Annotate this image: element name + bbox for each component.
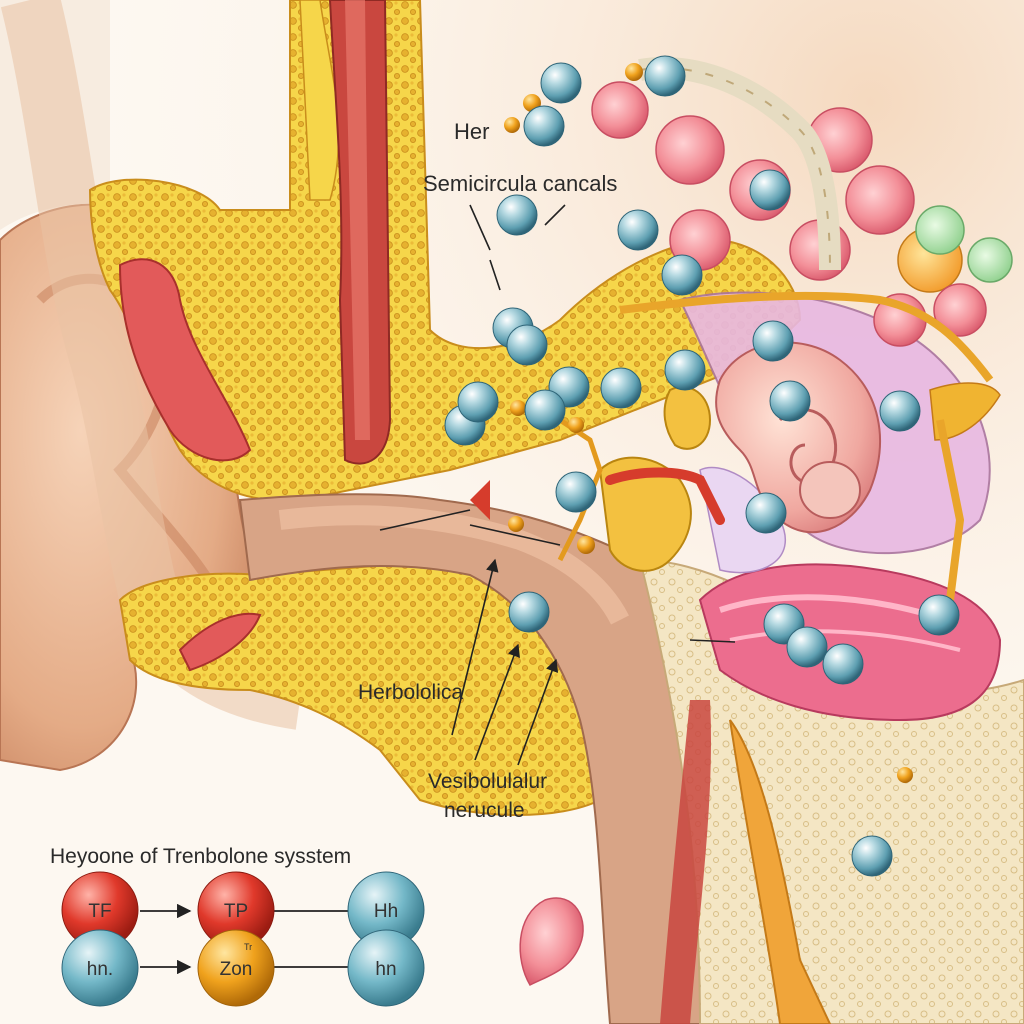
- key-label-hn2: hn: [375, 959, 396, 980]
- pointer-lines: [379, 204, 736, 766]
- muscle-tissue: [118, 0, 392, 672]
- key-label-hh: Hh: [374, 901, 398, 922]
- semicircular-canal-coils: [591, 57, 1013, 601]
- key-node-zon: [197, 929, 275, 1007]
- label-herbololica: Herbololica: [358, 681, 464, 704]
- key-label-hn1: hn.: [87, 959, 113, 980]
- key-superscript: Tr: [244, 942, 252, 952]
- key-node-hn1: [61, 929, 139, 1007]
- cochlea: [715, 341, 881, 534]
- key-label-tp: TP: [224, 901, 248, 922]
- label-her: Her: [454, 119, 490, 144]
- pink-teardrop: [519, 897, 584, 986]
- orange-dots: [504, 63, 913, 783]
- key-diagram: TF TP Hh hn. Zon hn Tr: [61, 871, 425, 1007]
- key-label-zon: Zon: [220, 959, 253, 980]
- key-node-hn2: [347, 929, 425, 1007]
- key-title: Heyoone of Trenbolone sysstem: [50, 845, 352, 868]
- ear-canal: [238, 493, 701, 1024]
- label-semicircular-canals: Semicircula cancals: [423, 171, 618, 196]
- label-vesibolular: Vesibolulalur: [428, 770, 548, 793]
- ossicles: [470, 385, 725, 572]
- label-nerucule: nerucule: [444, 799, 525, 822]
- key-label-tf: TF: [88, 901, 111, 922]
